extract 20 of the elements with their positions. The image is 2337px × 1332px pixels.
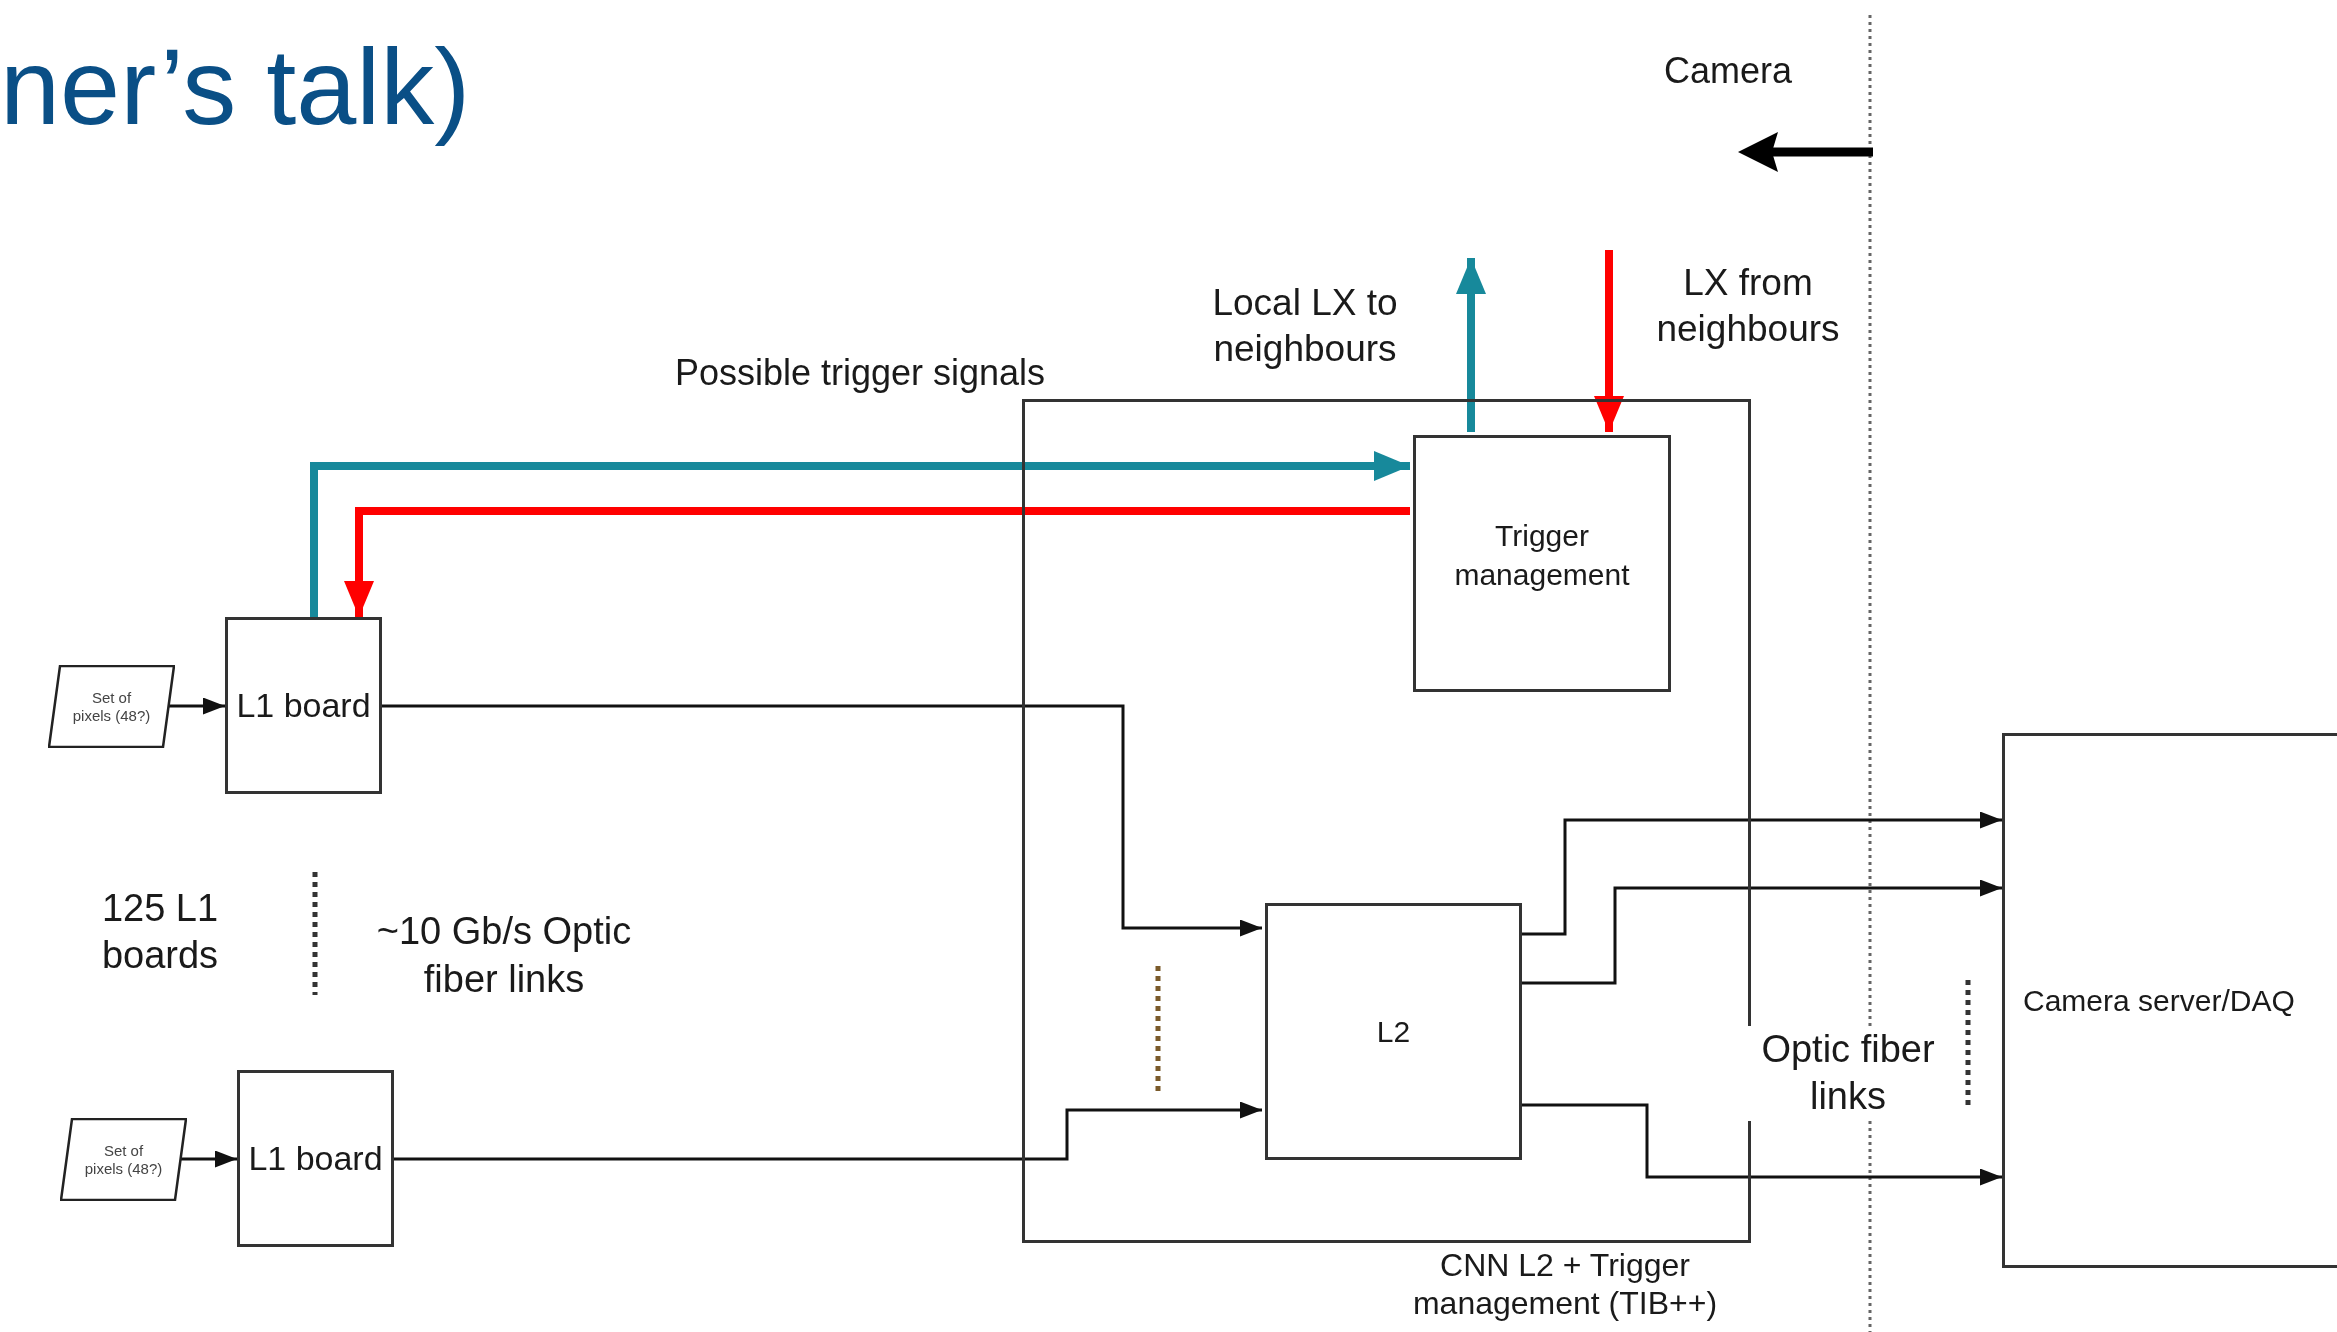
box-text: Camera server/DAQ	[2023, 983, 2295, 1019]
slide-title: ner’s talk)	[0, 28, 471, 147]
box-text: L1 board	[248, 1138, 383, 1180]
process-box	[225, 617, 382, 794]
input-parallelogram	[60, 1118, 187, 1201]
input-parallelogram	[48, 665, 175, 748]
box-text: Trigger management	[1453, 518, 1631, 593]
process-box	[1265, 903, 1522, 1160]
process-box	[237, 1070, 394, 1247]
input-text: Set of pixels (48?)	[83, 1141, 164, 1178]
arrow	[394, 1101, 1262, 1161]
process-box	[1413, 435, 1671, 692]
group-caption: CNN L2 + Trigger management (TIB++)	[1411, 1246, 1719, 1323]
arrow	[382, 704, 1262, 937]
input-text: Set of pixels (48?)	[71, 688, 152, 725]
box-text: L1 board	[236, 685, 371, 727]
arrow	[169, 697, 225, 715]
box-text: L2	[1376, 1014, 1411, 1050]
process-box	[2002, 733, 2337, 1268]
arrow	[181, 1150, 237, 1168]
